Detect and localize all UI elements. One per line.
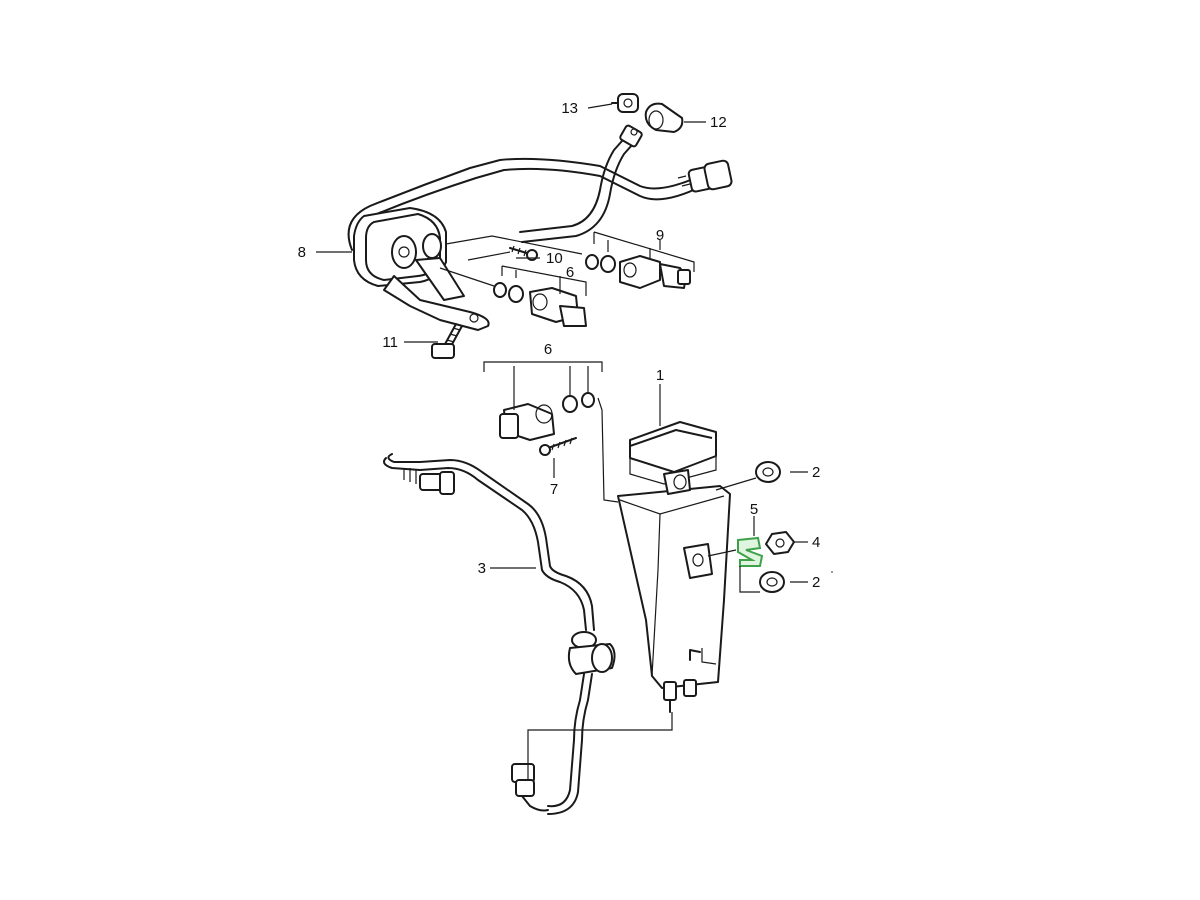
part-2-grommet-lower[interactable]: [759, 571, 785, 593]
callout-2-lower: 2: [812, 574, 820, 591]
callout-4: 4: [812, 534, 820, 551]
upper-vent-line: [347, 157, 733, 263]
part-4-nut[interactable]: [765, 531, 795, 555]
part-13-clip[interactable]: [611, 93, 639, 113]
callout-11: 11: [382, 334, 398, 351]
vent-hose: [519, 124, 643, 243]
group-brackets-upper: [501, 231, 695, 296]
part-1-canister[interactable]: [617, 421, 731, 713]
callout-8: 8: [298, 244, 306, 261]
callout-1: 1: [656, 367, 664, 384]
callout-leaders: [316, 103, 808, 583]
callout-10: 10: [546, 250, 563, 267]
part-9-valve-group[interactable]: [585, 254, 691, 289]
part-12-cap[interactable]: [644, 102, 684, 133]
callout-12: 12: [710, 114, 727, 131]
part-5-clip[interactable]: [737, 536, 764, 567]
part-3-line[interactable]: [383, 453, 673, 815]
callout-6-lower: 6: [544, 341, 552, 358]
right-leaders: [707, 477, 760, 593]
callout-5: 5: [750, 501, 758, 518]
part-6-upper-valve-group[interactable]: [493, 282, 587, 327]
callout-6-upper: 6: [566, 264, 574, 281]
callout-9: 9: [656, 227, 664, 244]
upper-leaders: [439, 235, 583, 287]
group-brackets-lower: [483, 361, 619, 503]
callout-7: 7: [550, 481, 558, 498]
part-7-screw[interactable]: [539, 437, 577, 456]
callout-2-upper: 2: [812, 464, 820, 481]
callout-3: 3: [478, 560, 486, 577]
part-6-lower-valve-group[interactable]: [499, 392, 595, 441]
part-8-bracket[interactable]: [353, 207, 490, 331]
callout-13: 13: [561, 100, 578, 117]
stray-dot: [831, 571, 833, 573]
part-11-bolt[interactable]: [431, 323, 463, 359]
part-2-grommet-upper[interactable]: [755, 461, 781, 483]
